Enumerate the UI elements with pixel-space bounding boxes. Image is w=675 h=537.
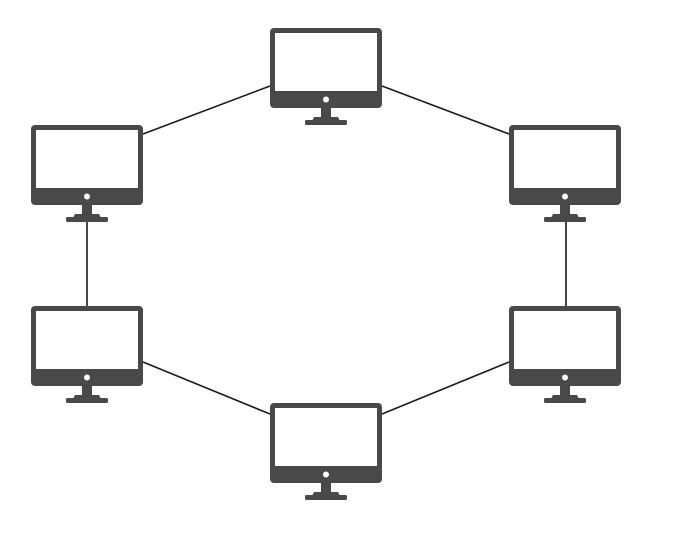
computer-node-lower-left — [31, 306, 143, 404]
computer-node-top — [270, 28, 382, 126]
computer-node-upper-left — [31, 125, 143, 223]
link-top-upper-right — [381, 85, 510, 135]
desktop-monitor-icon — [270, 28, 382, 125]
link-lower-right-bottom — [381, 361, 510, 415]
link-upper-left-top — [142, 85, 271, 135]
desktop-monitor-icon — [270, 403, 382, 500]
desktop-monitor-icon — [31, 125, 143, 222]
computer-node-bottom — [270, 403, 382, 501]
desktop-monitor-icon — [509, 125, 621, 222]
computer-node-lower-right — [509, 306, 621, 404]
link-bottom-lower-left — [142, 361, 271, 415]
desktop-monitor-icon — [31, 306, 143, 403]
computer-node-upper-right — [509, 125, 621, 223]
desktop-monitor-icon — [509, 306, 621, 403]
